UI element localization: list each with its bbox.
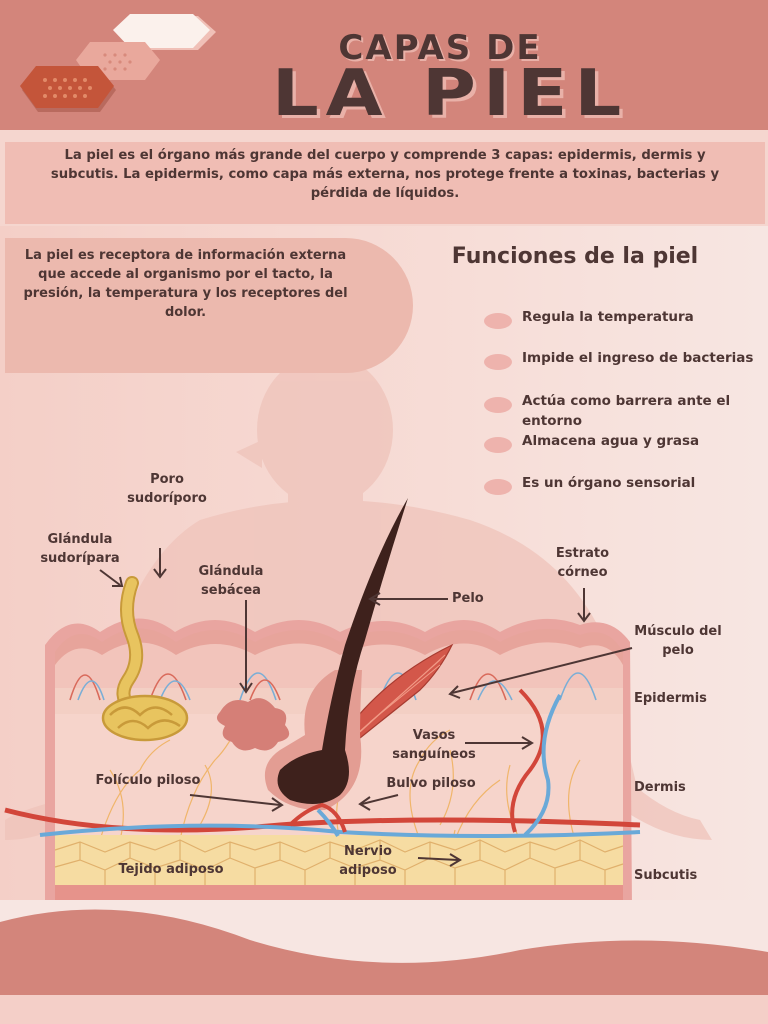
receptor-text: La piel es receptora de información exte… — [23, 248, 348, 320]
label-nervio: Nervio adiposo — [339, 844, 397, 878]
bullet-icon — [484, 313, 512, 329]
label-tejido: Tejido adiposo — [118, 862, 224, 877]
bullet-icon — [484, 437, 512, 453]
label-musculo: Músculo del pelo — [634, 624, 722, 658]
sweat-gland — [101, 576, 189, 742]
functions-title: Funciones de la piel — [451, 244, 699, 269]
label-vasos: Vasos sanguíneos — [392, 728, 476, 762]
bullet-icon — [484, 354, 512, 370]
label-glandula-sebacea: Glándula sebácea — [198, 564, 264, 598]
hexagon-decoration — [20, 14, 216, 112]
function-label: Actúa como barrera ante el entorno — [522, 393, 731, 429]
bullet-icon — [484, 479, 512, 495]
label-epidermis: Epidermis — [634, 691, 707, 706]
artery — [4, 807, 641, 833]
vein — [39, 823, 641, 838]
function-label: Es un órgano sensorial — [522, 475, 696, 491]
receptor-box — [5, 238, 413, 373]
bullet-icon — [484, 397, 512, 413]
function-item: Regula la temperatura — [484, 308, 764, 348]
function-label: Impide el ingreso de bacterias — [522, 350, 754, 366]
label-dermis: Dermis — [634, 780, 686, 795]
subcutis-layer — [55, 835, 623, 885]
header-banner: CAPAS DE LA PIEL — [0, 0, 768, 130]
function-label: Regula la temperatura — [522, 309, 694, 325]
function-label: Almacena agua y grasa — [522, 433, 700, 449]
function-item: Almacena agua y grasa — [484, 432, 764, 472]
sebaceous-gland — [216, 698, 290, 751]
function-item: Es un órgano sensorial — [484, 474, 764, 514]
function-item: Impide el ingreso de bacterias — [484, 349, 764, 389]
intro-box — [5, 142, 765, 224]
label-poro: Poro sudoríporo — [127, 472, 207, 506]
skin-layers-diagram — [4, 370, 712, 908]
label-pelo: Pelo — [452, 591, 484, 606]
bottom-wave — [0, 900, 768, 1024]
hair — [277, 498, 408, 804]
label-subcutis: Subcutis — [634, 868, 698, 883]
label-bulvo: Bulvo piloso — [386, 776, 476, 791]
label-glandula-sudoripara: Glándula sudorípara — [40, 532, 120, 566]
label-foliculo: Folículo piloso — [95, 773, 201, 788]
title-line-1: CAPAS DE — [338, 28, 542, 68]
intro-text: La piel es el órgano más grande del cuer… — [50, 148, 720, 201]
label-estrato: Estrato córneo — [555, 546, 610, 580]
title-line-2: LA PIEL — [271, 57, 629, 131]
arrector-muscle — [337, 643, 454, 751]
function-item: Actúa como barrera ante el entorno — [484, 392, 764, 432]
